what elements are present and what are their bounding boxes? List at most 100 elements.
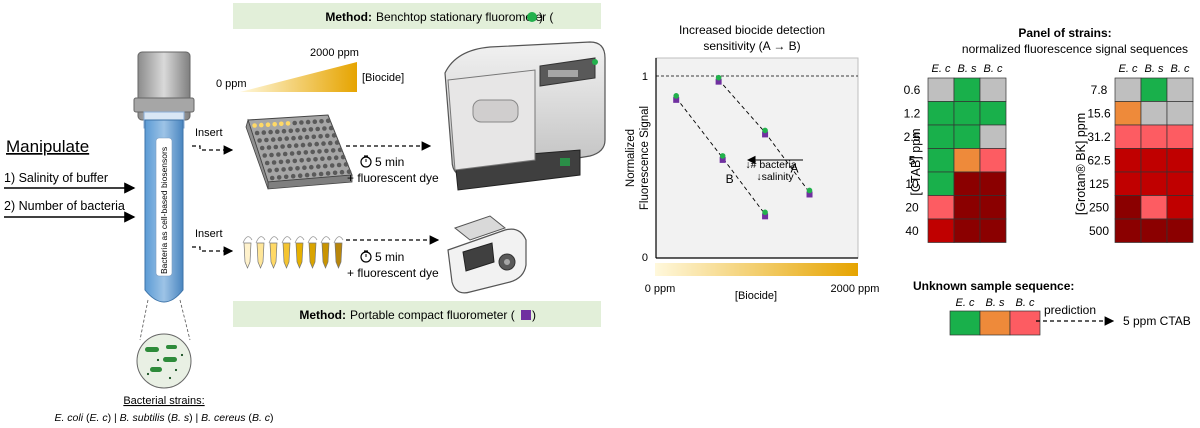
- grotan-axis-label: [Grotan® BK] ppm: [1074, 113, 1088, 215]
- plate-well: [308, 127, 314, 132]
- microtube-icon: [308, 242, 317, 269]
- plate-well: [291, 135, 296, 141]
- grotan-row-label: 31.2: [1087, 130, 1111, 144]
- plate-well: [312, 119, 318, 124]
- ctab-cell: [953, 124, 981, 149]
- unknown-column-label: E. c: [956, 297, 975, 309]
- x-axis-label: [Biocide]: [735, 290, 777, 302]
- bacterium-dot: [156, 358, 160, 362]
- grotan-cell: [1140, 171, 1168, 196]
- portable-screen: [462, 242, 495, 272]
- bacterium-icon: [150, 367, 162, 372]
- plate-well: [276, 175, 282, 180]
- plate-well: [318, 134, 323, 139]
- prediction-result: 5 ppm CTAB: [1123, 314, 1191, 328]
- chart: Increased biocide detection sensitivity …: [625, 23, 879, 302]
- microplate-icon: [245, 114, 353, 190]
- fluorometer-indicator: [560, 158, 570, 166]
- grotan-column-label: B. c: [1171, 63, 1190, 75]
- series-B-portable-point: [719, 156, 726, 163]
- grotan-row-label: 7.8: [1091, 83, 1108, 97]
- plate-well: [285, 159, 291, 164]
- grotan-cell: [1166, 101, 1194, 126]
- bacterium-dot: [174, 368, 178, 372]
- ctab-axis-label: [CTAB] ppm: [909, 128, 923, 195]
- plate-well: [271, 160, 277, 165]
- chart-title-line2: sensitivity (A → B): [703, 39, 800, 53]
- purple-square-icon: [521, 310, 531, 320]
- plate-well: [262, 153, 268, 158]
- time-label-bottom: 5 min: [375, 250, 404, 264]
- grotan-cell: [1140, 101, 1168, 126]
- plate-well: [264, 160, 270, 166]
- ctab-row-label: 40: [905, 224, 919, 238]
- plate-well: [300, 142, 306, 148]
- plate-well: [315, 126, 321, 132]
- plate-well: [297, 173, 303, 178]
- plate-well: [270, 137, 276, 142]
- banner-prefix: Method:: [325, 10, 372, 24]
- plate-well: [316, 164, 321, 169]
- fluorometer-tray: [472, 99, 519, 123]
- plate-well: [340, 154, 346, 160]
- microtube-icon: [243, 242, 252, 269]
- plate-well: [339, 169, 345, 175]
- grotan-cell: [1166, 218, 1194, 243]
- plate-well: [299, 158, 305, 163]
- grotan-row-label: 125: [1089, 177, 1109, 191]
- ctab-cell: [979, 171, 1007, 196]
- plate-well: [295, 166, 300, 171]
- microtube-icon: [295, 242, 304, 269]
- microtube-cap: [268, 236, 279, 244]
- grotan-cell: [1114, 148, 1142, 173]
- ctab-cell: [927, 77, 955, 102]
- microtube-cap: [281, 236, 292, 244]
- bacteria-magnified-view: [136, 333, 192, 389]
- heatmap-title: Panel of strains:: [1018, 26, 1111, 40]
- ctab-cell: [927, 101, 955, 126]
- insert-label-top: Insert: [195, 127, 223, 139]
- plate-well: [311, 172, 317, 177]
- plate-well: [322, 163, 328, 169]
- plate-wells: [252, 118, 352, 181]
- series-A-benchtop-point: [762, 127, 768, 134]
- plate-well: [280, 144, 285, 149]
- bacterium-icon: [145, 347, 159, 352]
- gradient-wedge: [240, 62, 357, 92]
- plate-well: [266, 145, 272, 150]
- plate-well: [328, 125, 334, 131]
- plate-well: [329, 163, 335, 168]
- plate-well: [325, 133, 330, 139]
- strains-title: Bacterial strains:: [123, 395, 204, 407]
- series-B-benchtop-point: [673, 93, 679, 99]
- grotan-row-label: 250: [1089, 200, 1109, 214]
- grotan-cell: [1114, 218, 1142, 243]
- plate-well: [304, 134, 310, 140]
- series-A-benchtop-point: [806, 187, 813, 194]
- plate-well: [333, 155, 339, 160]
- microtube-icon: [321, 242, 330, 269]
- chart-title-line1: Increased biocide detection: [679, 23, 825, 37]
- plate-well: [292, 158, 298, 164]
- plate-well: [304, 172, 310, 178]
- bacterium-dot: [146, 372, 150, 376]
- plate-well: [346, 169, 352, 174]
- plate-well: [331, 133, 337, 138]
- plate-well: [288, 166, 293, 172]
- series-A-portable-point: [762, 131, 769, 138]
- ctab-row-label: 10: [905, 177, 919, 191]
- heatmap-subtitle: normalized fluorescence signal sequences: [962, 42, 1188, 56]
- banner-suffix: ): [539, 10, 543, 24]
- banner-label: Benchtop stationary fluorometer (: [376, 10, 553, 24]
- benchtop-fluorometer-icon: [444, 41, 606, 191]
- plate-well: [343, 162, 349, 167]
- plate-well: [261, 130, 267, 135]
- plate-well: [259, 122, 264, 128]
- manipulate-heading: Manipulate: [6, 137, 89, 156]
- plate-well: [303, 150, 309, 155]
- ctab-cell: [953, 218, 981, 243]
- grotan-cell: [1140, 124, 1168, 149]
- plate-well: [318, 171, 324, 177]
- ctab-row-label: 2.5: [904, 130, 921, 144]
- plate-well: [311, 134, 317, 140]
